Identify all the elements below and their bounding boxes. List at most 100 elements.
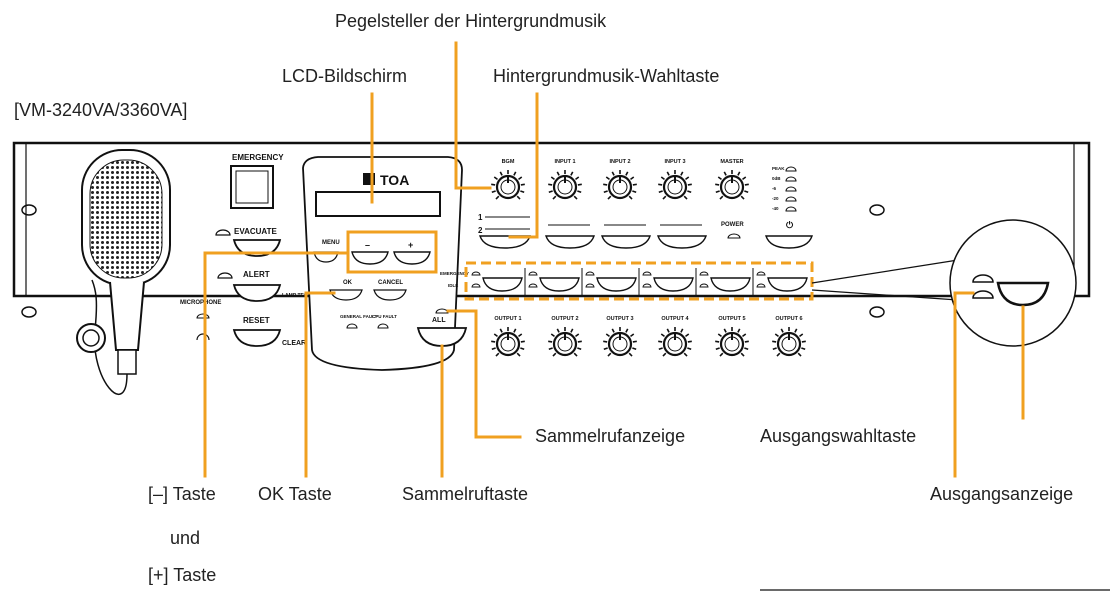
emergency-button[interactable] [230,165,274,209]
output-3-idle-led [585,283,595,288]
callout-bgm-select: Hintergrundmusik-Wahltaste [493,66,720,86]
general-fault-led [346,323,358,329]
callout-ok-key: OK Taste [258,484,332,504]
cpu-fault-label: CPU FAULT [372,314,397,319]
peak-meter-led [785,166,797,172]
peak-meter-label: -20 [772,196,779,201]
knob-output-3-label: OUTPUT 3 [606,316,633,322]
mount-hole-bl [21,306,37,318]
callout-line-output-led [953,291,975,478]
callout-line-minus-plus [203,251,350,478]
cancel-label: CANCEL [378,280,403,286]
mount-hole-tr [869,204,885,216]
knob-input-1[interactable] [548,170,582,200]
microphone [76,149,171,395]
knob-input-3[interactable] [658,170,692,200]
power-label: POWER [721,222,744,228]
output-2-select[interactable] [524,268,580,297]
peak-meter-led [785,206,797,212]
power-led [727,233,741,239]
knob-master[interactable] [715,170,749,200]
output-4-emergency-led [642,271,652,276]
output-2-idle-led [528,283,538,288]
output-5-emergency-led [699,271,709,276]
output-1-idle-led [471,283,481,288]
output-5-select[interactable] [695,268,751,297]
knob-output-1-label: OUTPUT 1 [494,316,521,322]
model-label: [VM-3240VA/3360VA] [14,100,188,120]
plus-label: + [408,240,413,250]
knob-output-5[interactable] [715,327,749,357]
output-1-emergency-led [471,271,481,276]
knob-master-label: MASTER [720,159,743,165]
all-label: ALL [432,317,446,324]
evacuate-label: EVACUATE [234,227,277,236]
knob-output-4-label: OUTPUT 4 [661,316,689,322]
knob-output-2-label: OUTPUT 2 [551,316,578,322]
input-select-buttons [545,224,707,249]
output-5-idle-led [699,283,709,288]
callout-line-ok [304,291,336,478]
knob-output-6-label: OUTPUT 6 [775,316,802,322]
reset-button[interactable] [232,329,282,347]
callout-output-indicator: Ausgangsanzeige [930,484,1074,504]
output-1-select[interactable] [471,271,523,292]
knob-input-2[interactable] [603,170,637,200]
output-2-select-button[interactable] [539,277,580,292]
plus-button[interactable] [393,251,431,265]
input-2-select-button[interactable] [601,235,651,249]
callout-all-call-indicator: Sammelrufanzeige [535,426,686,446]
cpu-fault-led [377,323,389,329]
output-3-select-button[interactable] [596,277,637,292]
power-button[interactable] [765,235,813,249]
output-6-select-button[interactable] [767,277,808,292]
callout-line-all-call-led [446,309,522,439]
output-6-select[interactable] [752,268,808,297]
cancel-button[interactable] [373,289,407,301]
peak-meter-led [785,196,797,202]
output-4-select-button[interactable] [653,277,694,292]
callout-plus-key: [+] Taste [148,565,217,585]
peak-meter-label: 0dB [772,176,781,181]
output-3-select[interactable] [581,268,637,297]
knob-output-1[interactable] [491,327,525,357]
minus-label: – [365,240,370,250]
minus-button[interactable] [351,251,389,265]
peak-meter-label: -6 [772,186,776,191]
knob-output-3[interactable] [603,327,637,357]
callout-lines [203,41,1025,478]
bgm-2-label: 2 [478,226,483,235]
mic-led-2 [196,333,210,341]
output-select-buttons [471,268,808,297]
alert-button[interactable] [232,284,282,302]
output-1-select-button[interactable] [482,277,523,292]
knob-output-4[interactable] [658,327,692,357]
ok-button[interactable] [329,289,363,301]
power-symbol: ⏻ [786,220,794,230]
mount-hole-br [869,306,885,318]
bgm-1-label: 1 [478,213,483,222]
callout-lcd: LCD-Bildschirm [282,66,408,86]
alert-label: ALERT [243,270,270,279]
output-5-select-button[interactable] [710,277,751,292]
knob-output-2[interactable] [548,327,582,357]
output-3-emergency-led [585,271,595,276]
ok-label: OK [343,280,353,286]
callout-bgm-level: Pegelsteller der Hintergrundmusik [335,11,607,31]
output-4-select[interactable] [638,268,694,297]
input-3-select-button[interactable] [657,235,707,249]
zoomed-output-button [996,281,1050,307]
output-row-highlight [464,261,814,301]
callout-line-bgm-select [508,92,539,239]
input-1-select-button[interactable] [545,235,595,249]
output-4-idle-led [642,283,652,288]
knob-bgm[interactable] [491,170,525,200]
mount-hole-tl [21,204,37,216]
knob-output-6[interactable] [772,327,806,357]
bgm-select-button[interactable] [479,235,531,249]
zoomed-led-bottom [972,290,994,299]
